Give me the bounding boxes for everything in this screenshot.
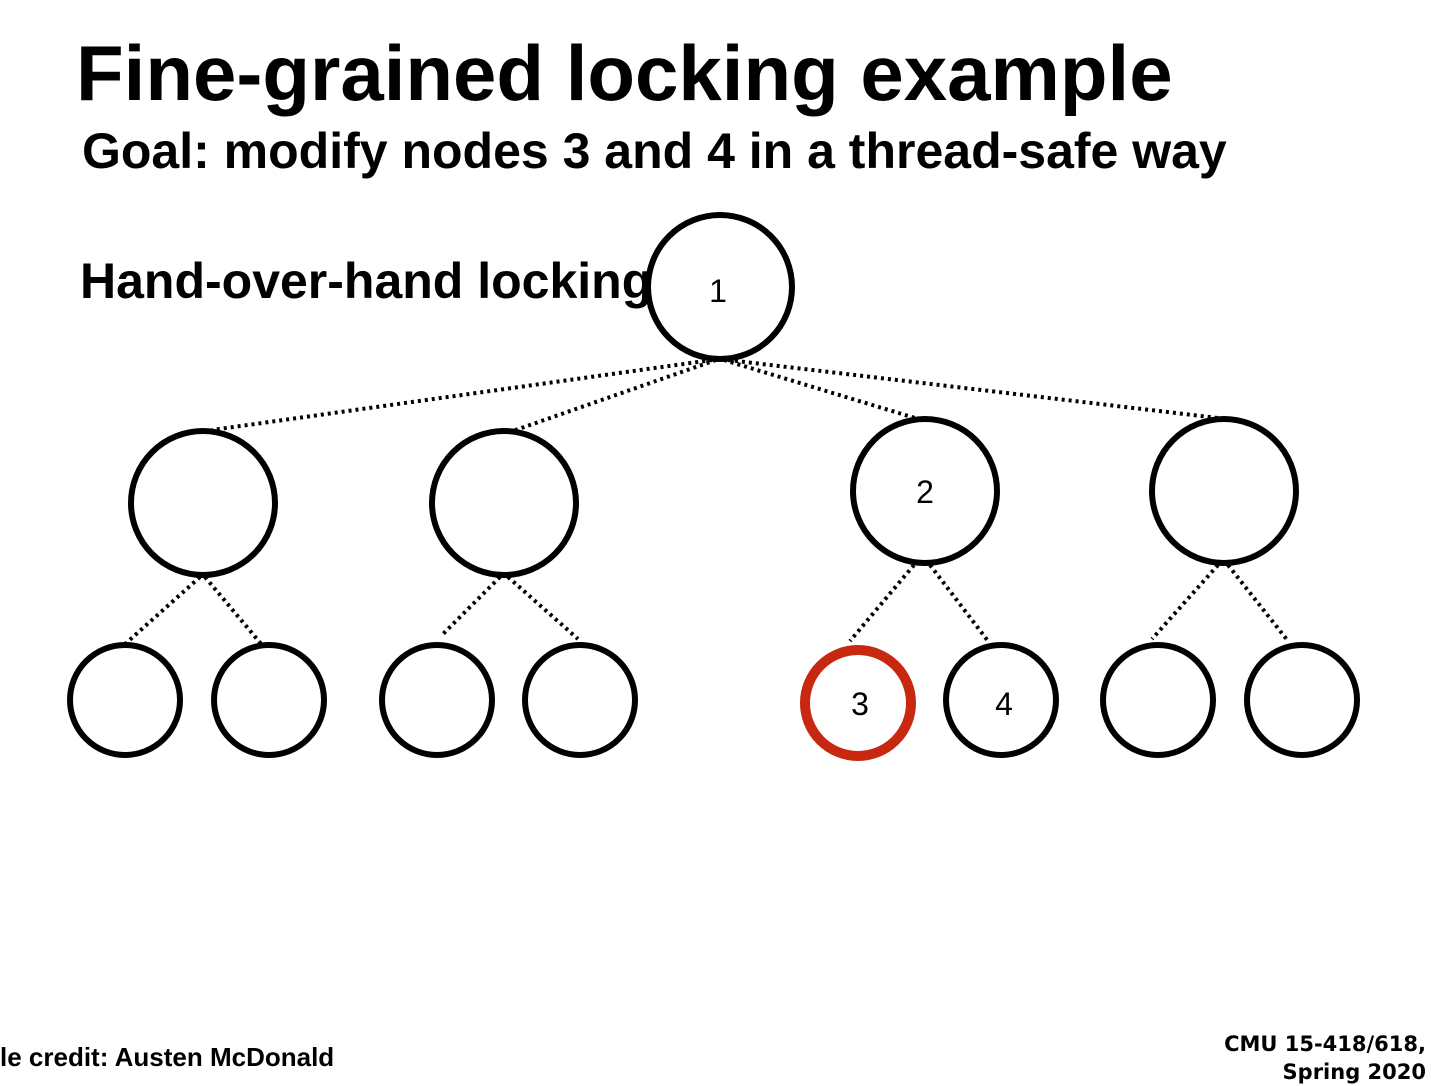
tree-edge [509, 358, 717, 434]
tree-node-l1-c [850, 416, 1000, 566]
tree-node-label-l2-c1: 3 [851, 686, 869, 722]
slide-title: Fine-grained locking example [76, 29, 1173, 117]
tree-node-l2-a2 [211, 642, 327, 758]
tree-edge [440, 575, 502, 637]
tree-node-l2-c2 [943, 642, 1059, 758]
tree-edge [928, 563, 990, 643]
tree-edge [723, 358, 916, 420]
tree-node-label-l1-c: 2 [916, 474, 934, 510]
tree-nodes: 1 2 3 4 [67, 212, 1360, 761]
tree-node-l1-b [429, 428, 579, 578]
tree-node-root [645, 212, 795, 362]
tree-edge [1150, 563, 1220, 641]
tree-edge [122, 575, 202, 647]
course-footer-line1: CMU 15-418/618, [1224, 1032, 1426, 1056]
tree-node-l2-b1 [379, 642, 495, 758]
tree-edge [506, 575, 580, 641]
course-footer-line2: Spring 2020 [1282, 1060, 1426, 1084]
slide-credit: le credit: Austen McDonald [0, 1040, 380, 1074]
tree-edge [848, 563, 916, 643]
tree-node-l2-c1 [800, 645, 916, 761]
tree-node-l2-d2 [1244, 642, 1360, 758]
tree-edges [122, 358, 1290, 647]
subheading: Hand-over-hand locking [80, 253, 653, 309]
goal-text: Goal: modify nodes 3 and 4 in a thread-s… [82, 123, 1227, 179]
tree-edge [727, 358, 1219, 420]
tree-edge [211, 358, 713, 432]
tree-node-label-l2-c2: 4 [995, 686, 1013, 722]
tree-node-l2-a1 [67, 642, 183, 758]
course-footer: CMU 15-418/618, Spring 2020 [1106, 1030, 1426, 1086]
tree-node-l2-b2 [522, 642, 638, 758]
tree-edge [203, 575, 264, 647]
slide-credit-text: le credit: Austen McDonald [0, 1042, 335, 1072]
tree-node-l1-d [1149, 416, 1299, 566]
tree-node-l1-a [128, 428, 278, 578]
tree-edge [1226, 563, 1290, 643]
tree-node-l2-d1 [1100, 642, 1216, 758]
tree-node-label-root: 1 [709, 273, 727, 309]
